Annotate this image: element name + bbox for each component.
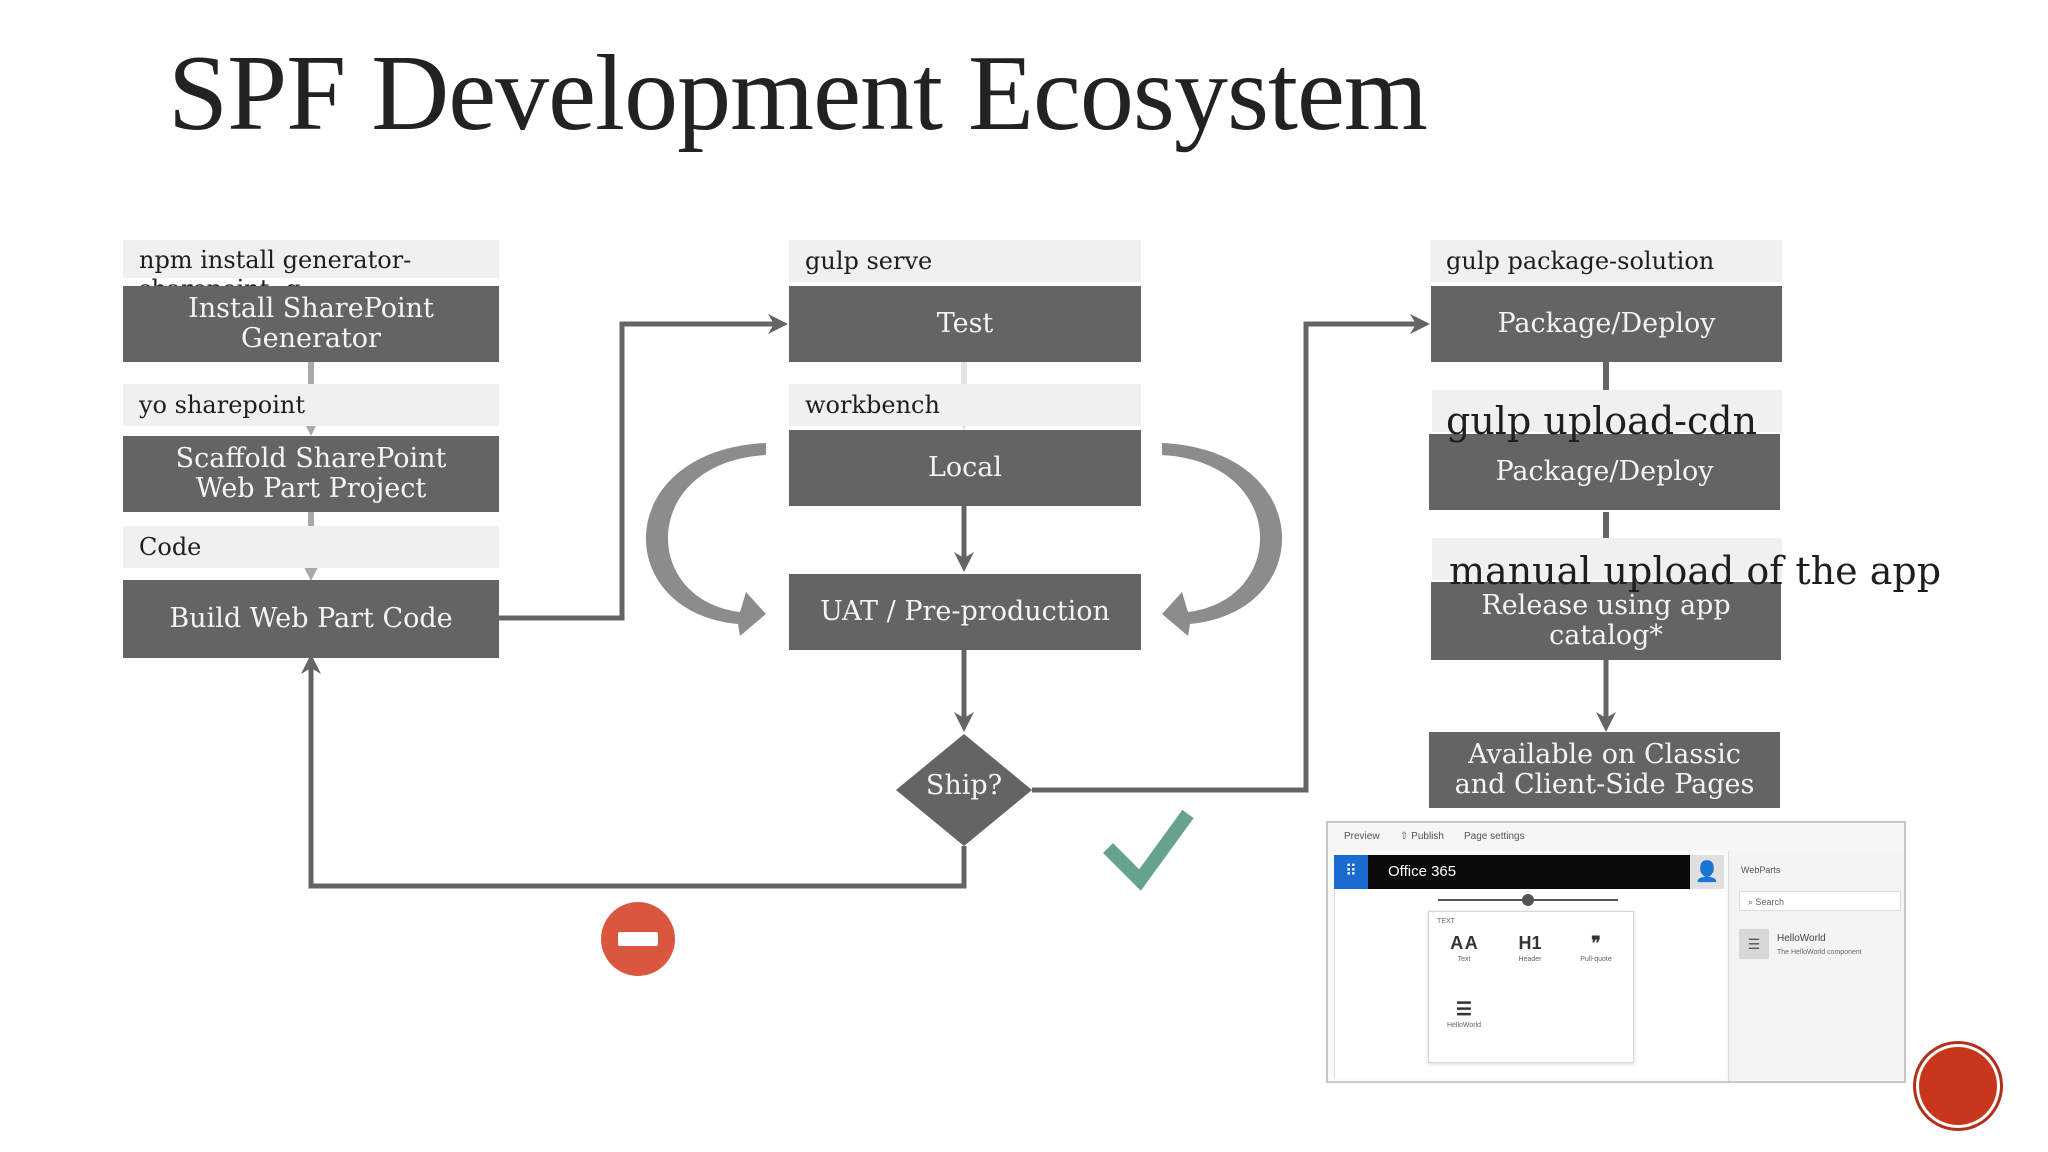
arrow-build-to-test xyxy=(498,314,788,621)
label-gulp-serve: gulp serve xyxy=(789,240,1141,282)
checkmark-icon xyxy=(1103,809,1194,891)
label-bg-upload-cdn xyxy=(1432,390,1782,432)
step-package-deploy-cdn: Package/Deploy xyxy=(1429,434,1780,510)
label-yo-sharepoint: yo sharepoint xyxy=(123,384,499,426)
tile-helloworld: ☰ HelloWorld xyxy=(1439,996,1489,1029)
quote-icon: ❞ xyxy=(1591,933,1601,953)
list-icon: ☰ xyxy=(1455,999,1473,1019)
step-available-pages: Available on Classic and Client-Side Pag… xyxy=(1429,732,1780,808)
tile-header: H1 Header xyxy=(1505,930,1555,963)
text-icon: A A xyxy=(1450,933,1478,953)
step-release-app-catalog: Release using app catalog* xyxy=(1431,582,1781,660)
search-input: ⌕ Search xyxy=(1739,891,1901,911)
curved-arrow-right xyxy=(1162,443,1283,636)
slide-logo-circle xyxy=(1916,1044,2000,1128)
suite-bar: ⠿ Office 365 xyxy=(1334,855,1690,889)
label-manual-upload: manual upload of the app xyxy=(1449,549,1942,594)
tile-pull-quote: ❞ Pull-quote xyxy=(1571,930,1621,963)
tile-caption: HelloWorld xyxy=(1446,1022,1482,1029)
step-install-generator: Install SharePoint Generator xyxy=(123,286,499,362)
decision-label: Ship? xyxy=(925,770,1003,801)
label-gulp-upload-cdn: gulp upload-cdn xyxy=(1446,399,1758,444)
app-launcher-icon: ⠿ xyxy=(1334,855,1368,889)
ship-diamond xyxy=(896,734,1032,846)
tile-text: A A Text xyxy=(1439,930,1489,963)
toolbar-page-settings: Page settings xyxy=(1464,831,1525,842)
step-build-code: Build Web Part Code xyxy=(123,580,499,658)
step-package-deploy: Package/Deploy xyxy=(1431,286,1782,362)
slide-title: SPF Development Ecosystem xyxy=(168,34,1428,153)
avatar: 👤 xyxy=(1690,855,1724,889)
label-bg-manual-upload xyxy=(1432,538,1782,580)
step-uat: UAT / Pre-production xyxy=(789,574,1141,650)
toolbar-publish: ⇧ Publish xyxy=(1400,831,1444,842)
webpart-description: The HelloWorld component xyxy=(1777,949,1862,956)
tile-caption: Text xyxy=(1457,956,1471,963)
label-gulp-package: gulp package-solution xyxy=(1430,240,1782,282)
step-local: Local xyxy=(789,430,1141,506)
curved-arrow-left xyxy=(645,443,766,636)
suite-title: Office 365 xyxy=(1388,863,1457,880)
picker-heading: TEXT xyxy=(1437,918,1455,925)
header-icon: H1 xyxy=(1518,933,1542,953)
toolbar-preview: Preview xyxy=(1344,831,1380,842)
page-toolbar: Preview ⇧ Publish Page settings xyxy=(1328,823,1904,851)
webparts-panel: WebParts ⌕ Search ☰ HelloWorld The Hello… xyxy=(1728,851,1904,1081)
arrow-ship-yes-to-package xyxy=(1032,314,1430,793)
label-npm-install: npm install generator-sharepoint -g xyxy=(123,240,499,303)
label-workbench: workbench xyxy=(789,384,1141,426)
list-icon: ☰ xyxy=(1739,929,1769,959)
tile-caption: Pull-quote xyxy=(1580,956,1612,963)
sharepoint-screenshot: Preview ⇧ Publish Page settings ⠿ Office… xyxy=(1326,821,1906,1083)
panel-heading: WebParts xyxy=(1741,865,1781,875)
webpart-picker: TEXT A A Text H1 Header ❞ Pull-quote ☰ H… xyxy=(1428,911,1634,1063)
label-code: Code xyxy=(123,526,499,568)
tile-caption: Header xyxy=(1518,956,1542,963)
webpart-name: HelloWorld xyxy=(1777,933,1826,944)
add-section-icon xyxy=(1522,894,1534,906)
step-test: Test xyxy=(789,286,1141,362)
step-scaffold-project: Scaffold SharePoint Web Part Project xyxy=(123,436,499,512)
arrow-ship-no-to-build xyxy=(301,654,967,889)
